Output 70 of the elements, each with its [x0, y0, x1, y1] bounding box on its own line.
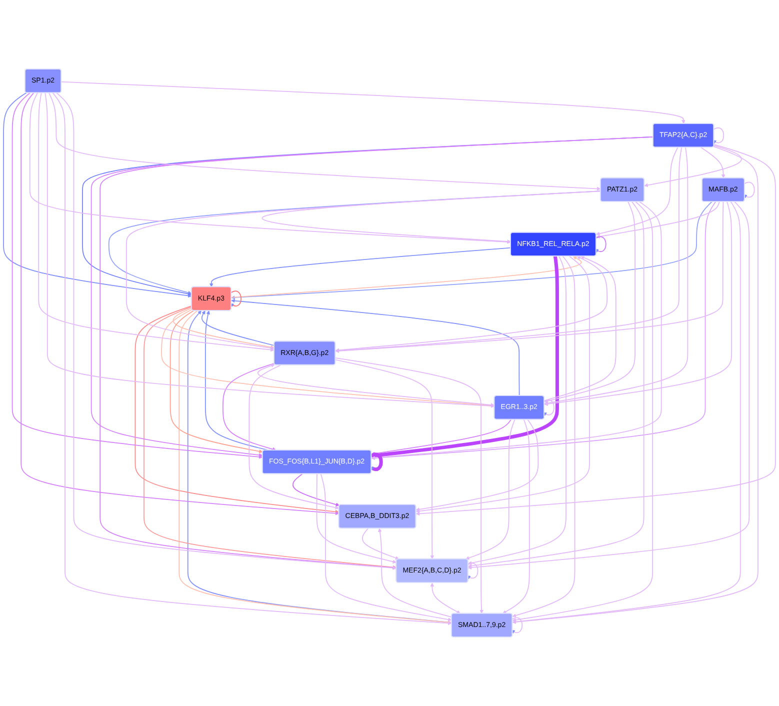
arrow [172, 308, 274, 350]
self-loop-arrow [712, 128, 724, 144]
arrow [56, 92, 397, 570]
arrow [20, 92, 340, 516]
arrow [52, 92, 452, 626]
arrow [231, 201, 712, 300]
arrow [222, 362, 276, 452]
self-loop-arrow [510, 617, 523, 634]
arrow [201, 310, 275, 346]
arrow [512, 201, 741, 624]
arrow [262, 190, 602, 244]
arrow [466, 419, 516, 560]
arrow [544, 146, 688, 405]
arrow [335, 146, 682, 353]
arrow [230, 256, 582, 298]
self-loop-arrow [466, 562, 478, 580]
arrow [416, 419, 539, 512]
arrow [512, 201, 654, 622]
arrow [644, 144, 742, 188]
arrow [38, 92, 274, 352]
arrow [134, 305, 340, 514]
arrow [204, 310, 269, 451]
arrow [100, 136, 654, 570]
arrow [430, 582, 460, 614]
arrow [700, 146, 726, 178]
self-loop-arrow [542, 400, 554, 416]
arrow [335, 256, 608, 352]
arrow [292, 474, 340, 506]
arrow [170, 310, 263, 454]
arrow [362, 528, 400, 560]
arrow [512, 256, 576, 618]
arrow [12, 92, 263, 459]
self-loop-arrow [594, 236, 606, 253]
arrow [468, 256, 566, 565]
arrow [416, 144, 776, 516]
arrow [544, 201, 732, 406]
arrow [544, 256, 616, 402]
self-loop-arrow [743, 182, 755, 198]
arrow [371, 419, 512, 456]
arrow [320, 474, 452, 622]
arrow [334, 359, 434, 560]
arrow [371, 256, 559, 458]
arrow [144, 306, 397, 570]
arrow [126, 190, 602, 350]
arrow [596, 146, 678, 236]
arrow [371, 201, 716, 460]
arrow [161, 309, 495, 408]
arrow [512, 146, 758, 624]
arrow [60, 81, 686, 124]
arrow [334, 358, 484, 614]
self-loop-arrow [370, 452, 383, 471]
arrow [3, 92, 192, 298]
arrow [48, 92, 601, 191]
arrow [209, 247, 512, 288]
arrow [257, 364, 495, 407]
arrow [468, 201, 644, 568]
arrow [596, 201, 720, 238]
arrow [335, 201, 724, 353]
arrow [502, 419, 530, 614]
arrow [416, 256, 590, 514]
arrow [248, 364, 340, 510]
arrow [544, 201, 636, 403]
arrow [44, 92, 495, 408]
arrow [231, 298, 520, 396]
arrow [378, 528, 452, 618]
arrow [316, 474, 397, 564]
arrow [29, 92, 511, 244]
arrow [468, 201, 750, 570]
arrow [371, 201, 662, 460]
self-loop-arrow [230, 290, 242, 307]
